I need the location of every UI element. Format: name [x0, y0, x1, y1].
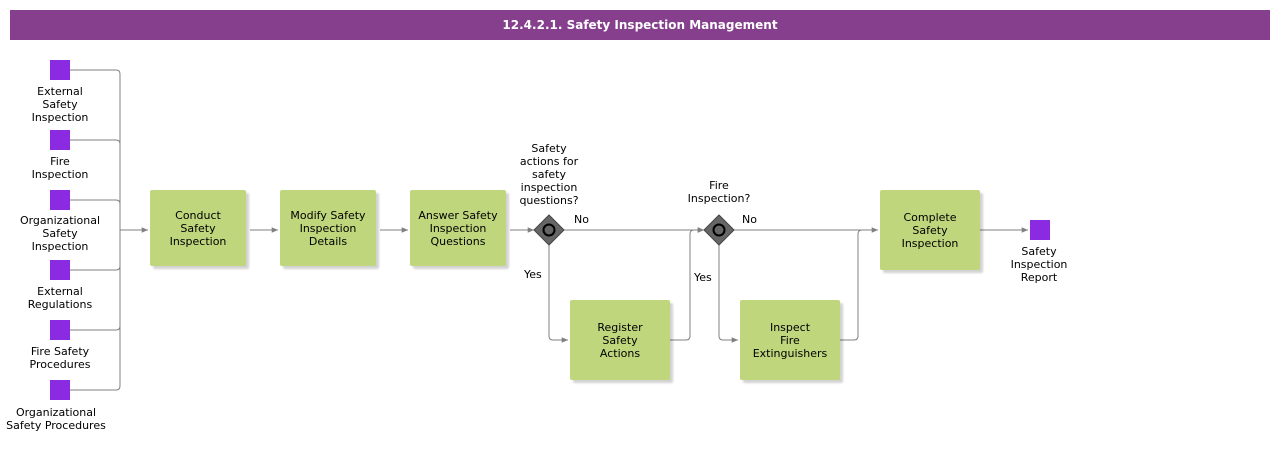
title-bar: 12.4.2.1. Safety Inspection Management	[10, 10, 1270, 40]
output-label: Safety Inspection Report	[1010, 245, 1068, 284]
input-label: Fire Inspection	[31, 155, 89, 181]
input-label: Fire Safety Procedures	[29, 345, 91, 371]
gateway2-question-label: Fire Inspection?	[687, 179, 751, 205]
input-label: Organizational Safety Procedures	[6, 406, 106, 432]
gateway2-yes-label: Yes	[694, 271, 712, 284]
connector-input-6	[70, 230, 121, 391]
connector-gateway1-yes	[548, 244, 568, 343]
input-data-icon	[50, 60, 70, 80]
connector-input-1	[70, 69, 148, 233]
output-data-icon	[1030, 220, 1050, 240]
connector-gateway2-yes	[718, 244, 738, 343]
input-label: External Safety Inspection	[31, 85, 89, 124]
input-data-icon	[50, 260, 70, 280]
gateway2-no-label: No	[742, 213, 757, 226]
input-data-icon	[50, 380, 70, 400]
task-modify-safety-inspection-details[interactable]: Modify Safety Inspection Details	[280, 190, 376, 266]
input-label: External Regulations	[27, 285, 93, 311]
task-answer-safety-inspection-questions[interactable]: Answer Safety Inspection Questions	[410, 190, 506, 266]
gateway1-no-label: No	[574, 213, 589, 226]
task-complete-safety-inspection[interactable]: Complete Safety Inspection	[880, 190, 980, 270]
input-data-icon	[50, 320, 70, 340]
gateway-fire-inspection	[703, 214, 735, 246]
input-data-icon	[50, 190, 70, 210]
task-inspect-fire-extinguishers[interactable]: Inspect Fire Extinguishers	[740, 300, 840, 380]
task-conduct-safety-inspection[interactable]: Conduct Safety Inspection	[150, 190, 246, 266]
connector-input-3	[70, 199, 121, 230]
connector-inspect-merge	[840, 229, 863, 341]
page-title: 12.4.2.1. Safety Inspection Management	[502, 18, 778, 32]
connector-register-merge	[670, 227, 704, 341]
gateway1-question-label: Safety actions for safety inspection que…	[519, 142, 579, 207]
gateway-safety-actions	[533, 214, 565, 246]
connector-input-2	[70, 139, 121, 230]
input-data-icon	[50, 130, 70, 150]
task-register-safety-actions[interactable]: Register Safety Actions	[570, 300, 670, 380]
input-label: Organizational Safety Inspection	[19, 214, 101, 253]
gateway1-yes-label: Yes	[524, 268, 542, 281]
